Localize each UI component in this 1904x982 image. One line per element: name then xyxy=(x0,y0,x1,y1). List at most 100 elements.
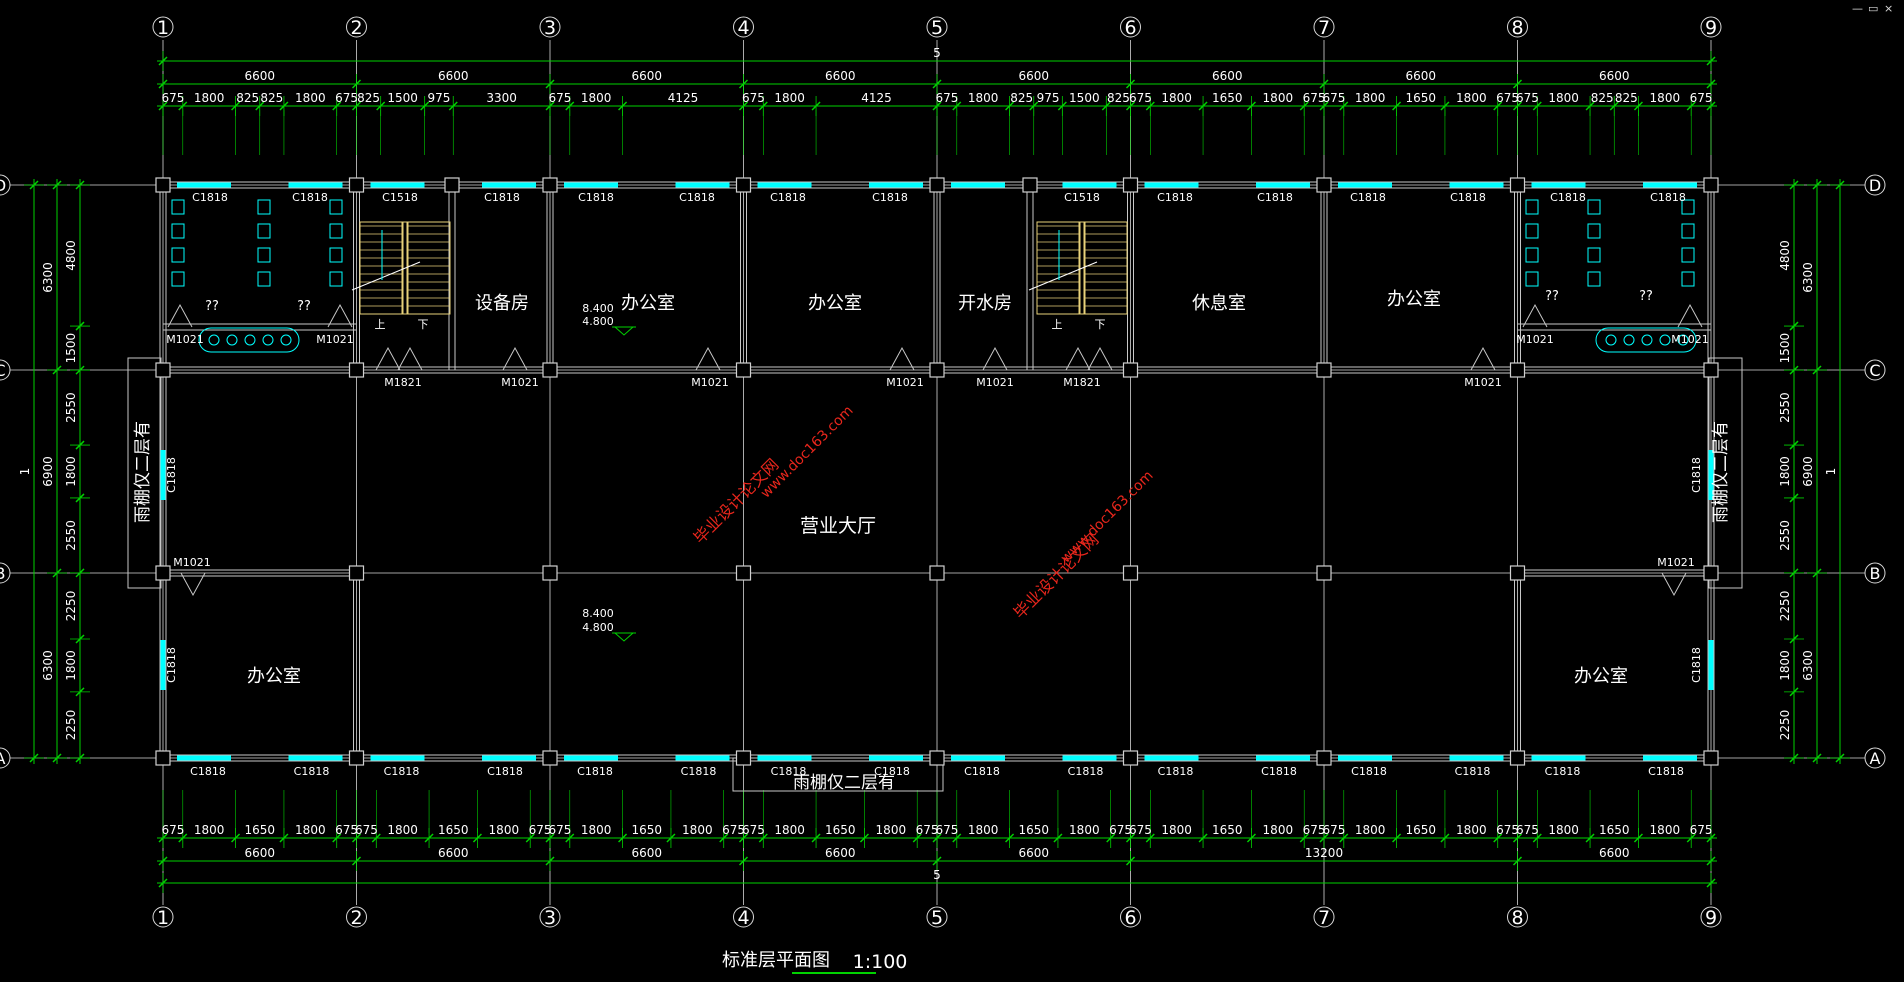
column xyxy=(348,750,365,766)
sink xyxy=(1677,334,1689,346)
dim-value: 675 xyxy=(1516,823,1539,837)
axis-label: 7 xyxy=(1318,17,1330,39)
dim-tick xyxy=(738,856,749,866)
dim-tick xyxy=(178,101,188,111)
window xyxy=(675,182,730,188)
dim-value: 675 xyxy=(916,823,939,837)
dim-value: 675 xyxy=(1303,823,1326,837)
door-swing xyxy=(1087,346,1113,371)
dim-tick xyxy=(1686,101,1696,111)
room-name-office: 办公室 xyxy=(621,293,675,314)
axis-bubble xyxy=(1507,16,1528,38)
dim-value: 6600 xyxy=(1212,69,1243,83)
stair-cut-line xyxy=(351,261,421,291)
column xyxy=(542,750,558,766)
door-tag: M1021 xyxy=(976,376,1014,389)
dim-value: 675 xyxy=(1129,823,1152,837)
column xyxy=(1022,177,1038,193)
axis-label: 1 xyxy=(157,907,169,929)
dim-value: 1800 xyxy=(876,823,907,837)
dim-tick xyxy=(565,833,575,843)
window-restore-button[interactable]: ▭ xyxy=(1868,2,1879,15)
dim-value: 1800 xyxy=(1456,91,1487,105)
window xyxy=(1531,182,1586,188)
windows xyxy=(160,182,1714,761)
door-tag: M1021 xyxy=(886,376,924,389)
dim-tick xyxy=(811,833,821,843)
dim-tick xyxy=(75,634,85,644)
axis-label: 1 xyxy=(157,17,169,39)
dim-tick xyxy=(1789,440,1799,450)
dim-tick xyxy=(1512,833,1523,843)
axis-label: A xyxy=(0,749,6,768)
window xyxy=(482,182,536,188)
dim-tick xyxy=(1145,833,1155,843)
dim-tick xyxy=(1392,833,1402,843)
dim-value: 2250 xyxy=(1778,591,1792,622)
column xyxy=(1316,362,1332,378)
axis-bubble xyxy=(1120,16,1141,38)
axis-label: C xyxy=(0,361,6,380)
dim-value: 825 xyxy=(1591,91,1614,105)
axis-label: 2 xyxy=(350,907,362,929)
room-name-hall: 营业大厅 xyxy=(800,515,876,537)
axis-label: 3 xyxy=(544,17,556,39)
column xyxy=(348,565,365,581)
window-tag: C1818 xyxy=(1455,765,1491,778)
dim-value: 4800 xyxy=(1778,240,1792,271)
axis-label: B xyxy=(1870,564,1881,583)
dim-tick xyxy=(158,56,168,66)
door-tag: M1021 xyxy=(166,333,204,346)
dim-value: 675 xyxy=(1496,91,1519,105)
dim-tick xyxy=(1835,180,1845,190)
dim-tick xyxy=(1053,833,1063,843)
dim-value: 675 xyxy=(335,823,358,837)
dim-value: 1800 xyxy=(1069,823,1100,837)
window-tag: C1818 xyxy=(1545,765,1581,778)
window xyxy=(1643,755,1697,761)
dim-value: 2250 xyxy=(64,710,78,741)
window-tag: C1818 xyxy=(294,765,330,778)
door-swing xyxy=(502,346,528,371)
window xyxy=(1449,755,1504,761)
dim-value: 1800 xyxy=(295,91,326,105)
dim-tick xyxy=(1125,833,1136,843)
dim-value: 1800 xyxy=(1263,91,1294,105)
dim-value: 1800 xyxy=(968,91,999,105)
dim-value: 6600 xyxy=(631,846,662,860)
column xyxy=(1316,177,1332,193)
dim-tick xyxy=(1005,833,1015,843)
dim-tick xyxy=(75,440,85,450)
dim-tick xyxy=(1706,79,1716,89)
dim-tick xyxy=(1392,101,1402,111)
dim-value: 1800 xyxy=(682,823,713,837)
window xyxy=(1338,755,1392,761)
dim-tick xyxy=(1706,101,1716,111)
column xyxy=(1122,565,1139,581)
axis-label: D xyxy=(0,176,6,195)
window-minimize-button[interactable]: — xyxy=(1852,2,1863,15)
toilet-stall xyxy=(257,271,271,287)
grid-lines: 112233445566778899DDCCBBAA xyxy=(0,16,1886,929)
dim-tick xyxy=(371,833,381,843)
sink xyxy=(1659,334,1671,346)
window xyxy=(869,755,923,761)
window-tag: C1818 xyxy=(165,457,178,493)
door-tag: M1021 xyxy=(501,376,539,389)
window-close-button[interactable]: × xyxy=(1884,2,1894,15)
window xyxy=(1708,450,1714,500)
column xyxy=(1703,177,1719,193)
toilet-stall xyxy=(1681,223,1695,239)
dim-value: 6600 xyxy=(1018,846,1049,860)
dim-value: 6600 xyxy=(825,846,856,860)
window xyxy=(288,182,343,188)
dim-tick xyxy=(332,833,342,843)
column xyxy=(929,177,945,193)
axis-bubble xyxy=(0,562,11,584)
dim-tick xyxy=(376,101,386,111)
dim-value: 4800 xyxy=(64,240,78,271)
dim-value: 1800 xyxy=(1650,823,1681,837)
staircase xyxy=(351,221,451,315)
dim-tick xyxy=(666,833,676,843)
